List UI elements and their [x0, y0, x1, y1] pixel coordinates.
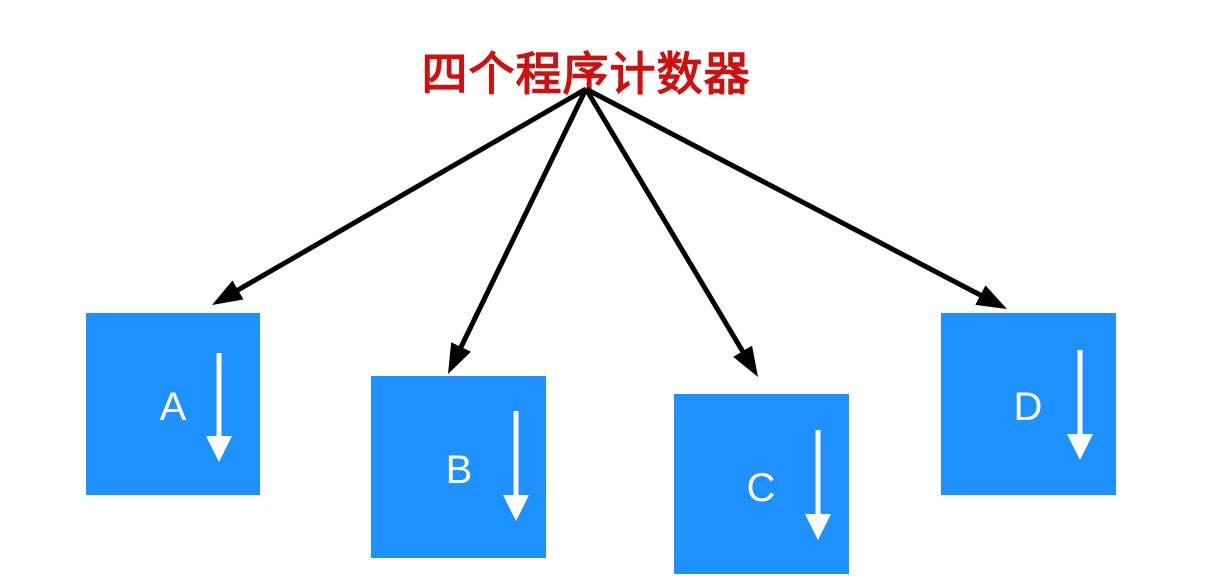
box-label-b: B — [446, 448, 473, 492]
connector-to-a — [212, 86, 588, 305]
connector-arrowhead — [448, 342, 471, 374]
program-counter-arrowhead — [805, 514, 831, 540]
program-counter-arrowhead — [503, 495, 529, 521]
connector-to-c — [583, 87, 758, 377]
program-counter-arrowhead — [1067, 434, 1093, 460]
connector-to-b — [448, 87, 589, 374]
connectors-group — [212, 86, 1007, 377]
connector-arrowhead — [212, 280, 244, 305]
box-label-a: A — [160, 385, 187, 429]
process-box-d[interactable]: D — [941, 313, 1116, 495]
process-box-a[interactable]: A — [86, 313, 260, 495]
connector-line — [231, 86, 588, 296]
boxes-group: A B C D — [86, 313, 1116, 574]
connector-line — [583, 87, 748, 358]
connector-line — [456, 87, 589, 354]
connector-to-d — [584, 86, 1007, 309]
box-label-c: C — [747, 466, 776, 510]
connector-arrowhead — [975, 285, 1007, 309]
box-rect[interactable] — [86, 313, 260, 495]
connector-arrowhead — [733, 345, 758, 377]
box-rect[interactable] — [941, 313, 1116, 495]
box-label-d: D — [1014, 385, 1043, 429]
program-counter-arrowhead — [206, 436, 232, 462]
connector-line — [584, 86, 987, 301]
process-box-b[interactable]: B — [371, 376, 546, 558]
process-box-c[interactable]: C — [674, 394, 849, 574]
